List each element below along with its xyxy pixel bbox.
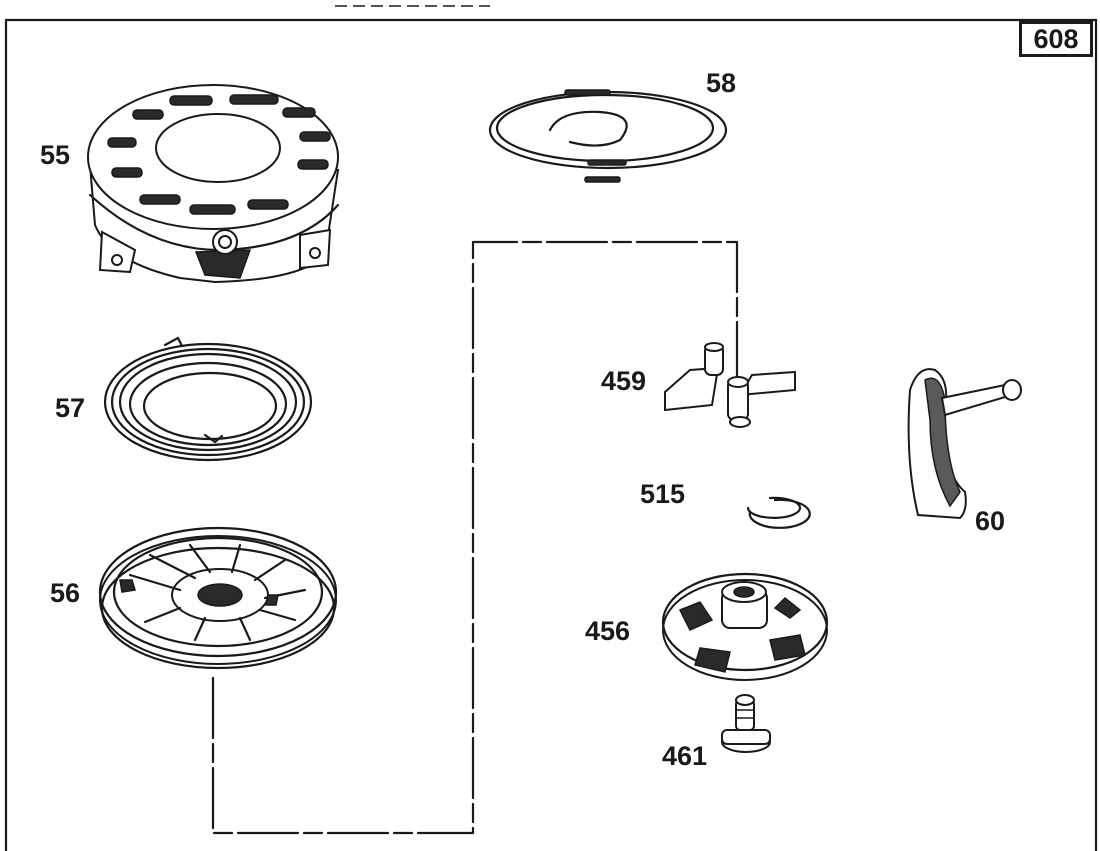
part-label-461: 461 bbox=[662, 741, 708, 771]
screw-part bbox=[721, 694, 771, 753]
pulley-part bbox=[98, 526, 338, 670]
starter-dog-part bbox=[664, 342, 796, 428]
starter-housing-part bbox=[87, 84, 340, 284]
part-label-56: 56 bbox=[50, 578, 81, 608]
connector-lines bbox=[211, 240, 739, 835]
part-label-60: 60 bbox=[975, 506, 1006, 536]
rewind-spring-part bbox=[103, 336, 313, 462]
starter-rope-part bbox=[488, 89, 728, 183]
part-label-456: 456 bbox=[585, 616, 631, 646]
part-label-57: 57 bbox=[55, 393, 86, 423]
diagram-frame bbox=[4, 5, 1098, 851]
retainer-ring-part bbox=[746, 496, 811, 529]
starter-cup-part bbox=[661, 572, 829, 681]
starter-handle-part bbox=[907, 368, 1022, 520]
part-label-459: 459 bbox=[601, 366, 647, 396]
part-label-58: 58 bbox=[706, 68, 737, 98]
part-label-515: 515 bbox=[640, 479, 686, 509]
part-label-55: 55 bbox=[40, 140, 71, 170]
page-number-box: 608 bbox=[1019, 21, 1093, 57]
